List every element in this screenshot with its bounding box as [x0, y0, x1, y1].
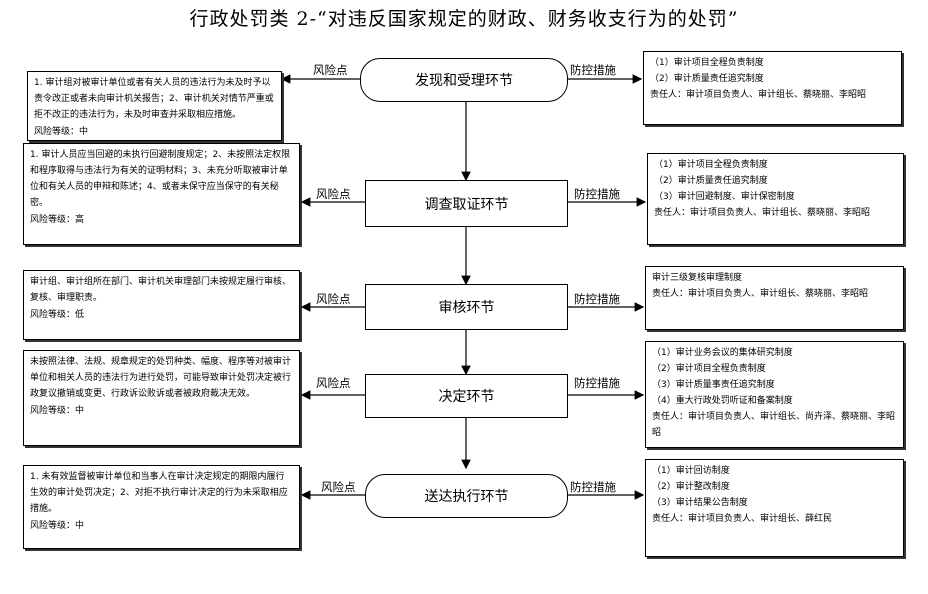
risk-text: 1. 审计人员应当回避的未执行回避制度规定；2、未按照法定权限和程序取得与违法行… [30, 150, 291, 208]
risk-label-3: 风险点 [316, 292, 351, 306]
page-title: 行政处罚类 2-“对违反国家规定的财政、财务收支行为的处罚” [189, 8, 739, 30]
risk-text: 1. 未有效监督被审计单位和当事人在审计决定规定的期限内履行生效的审计处罚决定；… [30, 472, 288, 514]
responsible: 责任人：审计项目负责人、审计组长、薛红民 [652, 514, 833, 524]
control-label-2: 防控措施 [574, 187, 620, 201]
responsible: 责任人：审计项目负责人、审计组长、蔡晓丽、李昭昭 [652, 289, 869, 299]
stage-decision: 决定环节 [365, 374, 568, 418]
risk-text: 1. 审计组对被审计单位或者有关人员的违法行为未及时予以责令改正或者未向审计机关… [34, 78, 274, 120]
control-label-5: 防控措施 [570, 480, 616, 494]
control-item: （2）审计质量责任追究制度 [654, 176, 768, 186]
control-box-3: 审计三级复核审理制度 责任人：审计项目负责人、审计组长、蔡晓丽、李昭昭 [645, 266, 904, 330]
risk-level: 风险等级：中 [34, 127, 89, 137]
risk-level: 风险等级：低 [30, 310, 85, 320]
stage-investigate: 调查取证环节 [365, 180, 568, 227]
control-box-1: （1）审计项目全程负责制度 （2）审计质量责任追究制度 责任人：审计项目负责人、… [643, 51, 902, 125]
control-item: （4）重大行政处罚听证和备案制度 [652, 396, 793, 406]
control-label-4: 防控措施 [574, 376, 620, 390]
control-item: （1）审计项目全程负责制度 [650, 58, 764, 68]
risk-label-2: 风险点 [316, 187, 351, 201]
control-item: 审计三级复核审理制度 [652, 273, 743, 283]
control-item: （2）审计项目全程负责制度 [652, 364, 766, 374]
risk-box-2: 1. 审计人员应当回避的未执行回避制度规定；2、未按照法定权限和程序取得与违法行… [23, 143, 300, 245]
risk-label-4: 风险点 [316, 376, 351, 390]
control-item: （1）审计项目全程负责制度 [654, 160, 768, 170]
risk-box-3: 审计组、审计组所在部门、审计机关审理部门未按规定履行审核、复核、审理职责。 风险… [23, 270, 300, 340]
control-label-3: 防控措施 [574, 292, 620, 306]
responsible: 责任人：审计项目负责人、审计组长、蔡晓丽、李昭昭 [654, 208, 871, 218]
control-box-4: （1）审计业务会议的集体研究制度 （2）审计项目全程负责制度 （3）审计质量事责… [645, 341, 904, 448]
risk-text: 未按照法律、法规、规章规定的处罚种类、幅度、程序等对被审计单位和相关人员的违法行… [30, 357, 292, 399]
control-label-1: 防控措施 [570, 63, 616, 77]
risk-level: 风险等级：中 [30, 406, 85, 416]
control-box-5: （1）审计回访制度 （2）审计整改制度 （3）审计结果公告制度 责任人：审计项目… [645, 459, 904, 557]
risk-text: 审计组、审计组所在部门、审计机关审理部门未按规定履行审核、复核、审理职责。 [30, 277, 292, 303]
control-item: （3）审计结果公告制度 [652, 498, 748, 508]
responsible: 责任人：审计项目负责人、审计组长、蔡晓丽、李昭昭 [650, 90, 867, 100]
control-item: （2）审计整改制度 [652, 482, 730, 492]
risk-label-1: 风险点 [313, 63, 348, 77]
control-item: （3）审计质量事责任追究制度 [652, 380, 775, 390]
stage-review: 审核环节 [365, 284, 568, 330]
risk-level: 风险等级：高 [30, 215, 85, 225]
risk-box-1: 1. 审计组对被审计单位或者有关人员的违法行为未及时予以责令改正或者未向审计机关… [27, 71, 282, 141]
responsible: 责任人：审计项目负责人、审计组长、尚卉泽、蔡晓丽、李昭昭 [652, 412, 896, 438]
control-item: （2）审计质量责任追究制度 [650, 74, 764, 84]
stage-discover-accept: 发现和受理环节 [360, 58, 568, 102]
risk-label-5: 风险点 [321, 480, 356, 494]
risk-box-4: 未按照法律、法规、规章规定的处罚种类、幅度、程序等对被审计单位和相关人员的违法行… [23, 350, 300, 446]
control-item: （3）审计回避制度、审计保密制度 [654, 192, 795, 202]
control-item: （1）审计业务会议的集体研究制度 [652, 348, 793, 358]
stage-delivery-execution: 送达执行环节 [365, 474, 568, 518]
control-item: （1）审计回访制度 [652, 466, 730, 476]
risk-level: 风险等级：中 [30, 521, 85, 531]
risk-box-5: 1. 未有效监督被审计单位和当事人在审计决定规定的期限内履行生效的审计处罚决定；… [23, 465, 300, 549]
control-box-2: （1）审计项目全程负责制度 （2）审计质量责任追究制度 （3）审计回避制度、审计… [647, 153, 904, 245]
